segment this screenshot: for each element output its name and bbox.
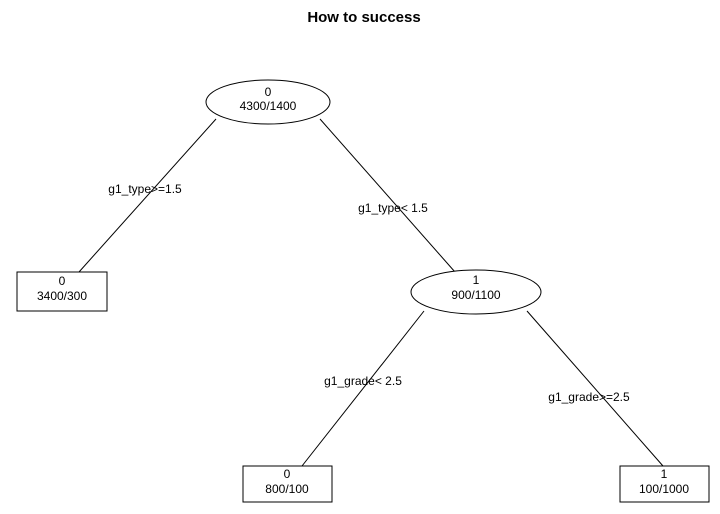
node-ellipse: [410, 269, 542, 315]
node-class-label: 1: [473, 273, 480, 287]
edge-line-root-to-mid: [319, 118, 456, 273]
node-counts: 4300/1400: [240, 99, 297, 113]
node-ellipse: [205, 79, 331, 125]
diagram-title: How to success: [307, 9, 420, 26]
leaf-class-label: 1: [661, 467, 668, 481]
edge-label-root-to-leaf-left: g1_type>=1.5: [108, 182, 182, 196]
edge-label-root-to-mid: g1_type< 1.5: [358, 201, 428, 215]
tree-leaf-left: 0 3400/300: [16, 271, 108, 312]
edge-line-mid-to-leaf-mid-left: [301, 310, 425, 467]
edge-label-mid-to-leaf-mid-left: g1_grade< 2.5: [324, 374, 402, 388]
leaf-counts: 3400/300: [37, 289, 87, 303]
leaf-box: [619, 465, 710, 503]
node-counts: 900/1100: [451, 288, 500, 302]
leaf-box: [16, 271, 108, 312]
edge-label-mid-to-leaf-mid-right: g1_grade>=2.5: [548, 390, 630, 404]
node-class-label: 0: [265, 85, 272, 99]
edge-line-mid-to-leaf-mid-right: [526, 310, 664, 467]
tree-leaf-mid-left: 0 800/100: [242, 465, 333, 503]
tree-leaf-mid-right: 1 100/1000: [619, 465, 710, 503]
tree-node-mid: 1 900/1100: [410, 269, 542, 315]
leaf-box: [242, 465, 333, 503]
leaf-class-label: 0: [59, 274, 66, 288]
leaf-counts: 800/100: [265, 482, 309, 496]
tree-node-root: 0 4300/1400: [205, 79, 331, 125]
leaf-class-label: 0: [284, 467, 291, 481]
leaf-counts: 100/1000: [639, 482, 689, 496]
edge-line-root-to-leaf-left: [78, 118, 217, 273]
